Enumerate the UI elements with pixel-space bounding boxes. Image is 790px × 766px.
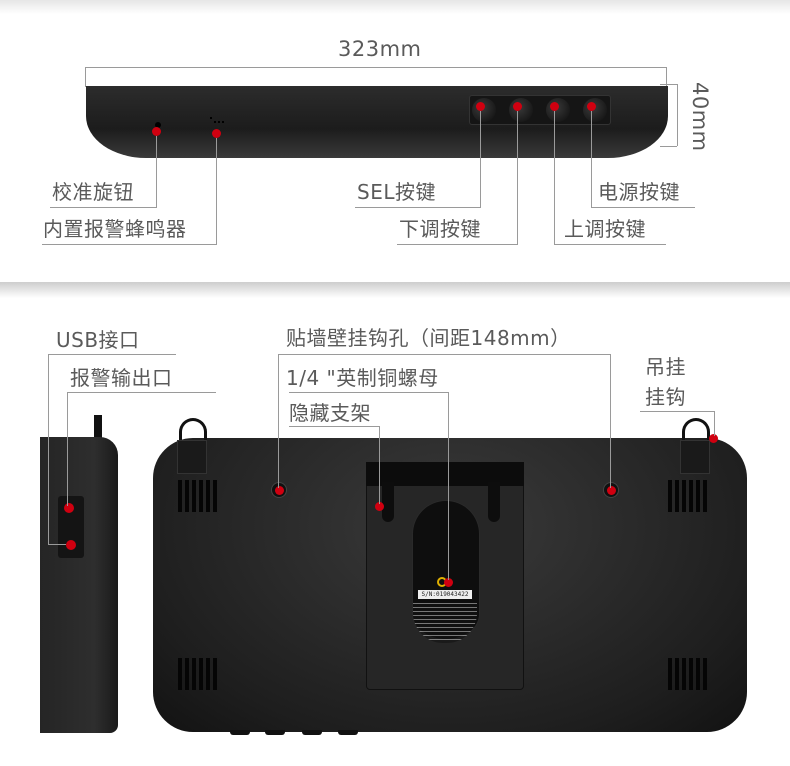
buzzer-hole-icon [218,121,220,123]
leader-line [48,544,66,545]
width-dim-tick-left [85,67,86,87]
leader-line [355,207,481,208]
device-side-view [40,437,118,733]
vent-grille [178,480,220,512]
vent-grille [178,658,220,690]
up-button-icon [546,98,570,122]
leader-line [397,244,518,245]
wall-hole-marker [275,486,284,495]
leader-line [67,392,216,393]
calibration-knob-icon [155,122,161,128]
down-button-label: 下调按键 [399,217,481,241]
leader-line [289,392,449,393]
leader-line [379,426,380,504]
down-button-icon [509,98,533,122]
leader-line [610,354,611,488]
power-button-label: 电源按键 [598,180,680,204]
cable [94,415,102,445]
leader-line [278,354,279,488]
hanging-hook-marker [709,434,718,443]
sel-button-icon [472,98,496,122]
hook-base [680,440,710,474]
calibration-knob-marker [152,127,161,136]
nut-label: 1/4 "英制铜螺母 [286,366,439,390]
power-button-marker [587,102,596,111]
height-dimension-line [677,84,678,146]
leader-line [48,354,176,355]
buzzer-hole-icon [210,117,212,119]
leader-line [517,111,518,244]
leader-line [480,111,481,207]
hanging-hook-icon [682,418,710,446]
leader-line [278,354,611,355]
leader-line [640,411,714,412]
top-shade [0,0,790,14]
nut-marker [444,578,453,587]
wall-holes-label: 贴墙壁挂钩孔（间距148mm） [286,326,571,350]
hook-base [177,440,207,474]
alarm-output-marker [64,503,74,513]
sel-button-label: SEL按键 [357,180,436,204]
leader-line [289,426,380,427]
stand-slot [382,482,394,522]
leader-line [714,411,715,436]
sel-button-marker [476,102,485,111]
leader-line [42,244,217,245]
button-foot [302,730,322,735]
button-foot [230,730,250,735]
usb-port-label: USB接口 [56,328,140,352]
wall-hole-marker [607,486,616,495]
leader-line [50,207,157,208]
leader-line [591,207,695,208]
stand-slot [488,482,500,522]
hanging-hook-icon [179,418,207,446]
leader-line [554,244,666,245]
buzzer-marker [212,129,221,138]
stand-label: 隐藏支架 [289,401,371,425]
leader-line [448,392,449,580]
width-dimension-line [85,67,667,68]
height-dim-bottom [660,146,677,147]
leader-line [591,111,592,207]
button-foot [265,730,285,735]
serial-number-label: S/N:019043422 [418,590,472,599]
section-divider [0,282,790,298]
width-dimension-label: 323mm [338,37,422,61]
height-dim-top [660,84,677,85]
leader-line [554,111,555,244]
hanging-hook-label-line2: 挂钩 [645,385,686,409]
alarm-output-label: 报警输出口 [70,366,173,390]
leader-line [67,392,68,506]
buzzer-hole-icon [222,121,224,123]
buzzer-hole-icon [214,121,216,123]
buzzer-label: 内置报警蜂鸣器 [43,217,187,241]
hanging-hook-label-line1: 吊挂 [645,355,686,379]
leader-line [216,138,217,244]
width-dim-tick-right [666,67,667,87]
leader-line [156,136,157,207]
power-button-icon [583,98,607,122]
vent-grille [668,480,710,512]
usb-port-marker [66,540,76,550]
calibration-knob-label: 校准旋钮 [52,180,134,204]
stand-marker [375,502,384,511]
button-foot [338,730,358,735]
vent-grille [668,658,710,690]
leader-line [48,354,49,544]
height-dimension-label: 40mm [688,82,712,152]
down-button-marker [513,102,522,111]
up-button-label: 上调按键 [564,217,646,241]
up-button-marker [550,102,559,111]
